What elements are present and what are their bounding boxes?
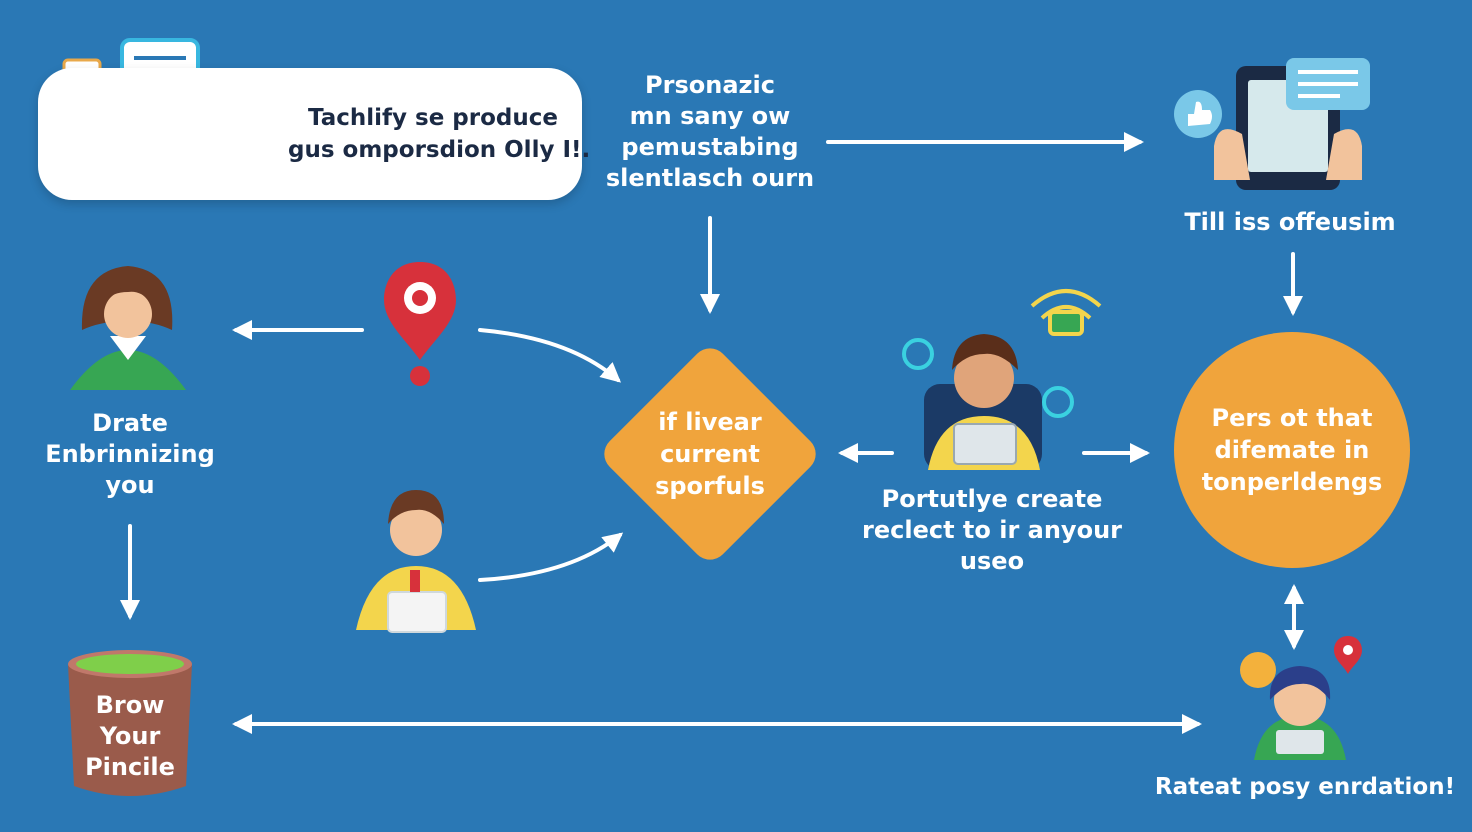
center-person-line-1: Portutlye create: [881, 485, 1103, 513]
diamond-text: if livear current sporfuls: [620, 406, 800, 502]
left-person-line-2: Enbrinnizing: [45, 440, 215, 468]
left-person-line-1: Drate: [92, 409, 168, 437]
arrow-student-to-diamond: [478, 532, 624, 582]
top-right-label-text: Till iss offeusim: [1184, 208, 1396, 236]
top-center-line-2: mn sany ow: [629, 102, 791, 130]
bucket-line-2: Your: [99, 722, 161, 750]
diamond-line-1: if livear: [658, 408, 762, 436]
student-person: [356, 490, 476, 633]
diamond-line-3: sporfuls: [655, 472, 765, 500]
circle-line-2: difemate in: [1214, 436, 1370, 464]
callout-line-2: gus omporsdion Olly I!.: [288, 137, 591, 163]
center-person-label: Portutlye create reclect to ir anyour us…: [852, 484, 1132, 577]
bucket-line-1: Brow: [95, 691, 165, 719]
left-person-label: Drate Enbrinnizing you: [40, 408, 220, 501]
location-pin-icon: [384, 262, 456, 386]
bucket: [68, 650, 192, 796]
callout-text: Tachlify se produce gus omporsdion Olly …: [288, 102, 591, 166]
bottom-right-label: Rateat posy enrdation!: [1150, 774, 1460, 800]
intro-callout: Tachlify se produce gus omporsdion Olly …: [38, 68, 591, 200]
circle-line-1: Pers ot that: [1211, 404, 1373, 432]
top-center-line-4: slentlasch ourn: [605, 164, 815, 192]
thumbs-up-icon: [1174, 90, 1222, 138]
process-circle: [1174, 332, 1410, 568]
left-person-line-3: you: [105, 471, 155, 499]
center-person-line-2: reclect to ir anyour: [862, 516, 1122, 544]
connector-arrows: [120, 132, 1304, 734]
map-pin-icon: [1334, 636, 1362, 674]
bottom-right-label-text: Rateat posy enrdation!: [1154, 774, 1456, 800]
center-person-line-3: useo: [959, 547, 1025, 575]
callout-line-1: Tachlify se produce: [307, 105, 558, 131]
circle-text: Pers ot that difemate in tonperldengs: [1182, 402, 1402, 498]
top-center-text: Prsonazic mn sany ow pemustabing slentla…: [600, 70, 820, 194]
top-center-line-1: Prsonazic: [645, 71, 775, 99]
arrow-pin-to-diamond: [478, 328, 622, 383]
idea-bubble-icon: [1240, 652, 1276, 688]
chat-bubble-icon: [1286, 58, 1370, 110]
bucket-text: Brow Your Pincile: [60, 690, 200, 783]
decision-diamond: [604, 348, 816, 560]
bottom-right-person: [1254, 666, 1346, 760]
bucket-line-3: Pincile: [85, 753, 175, 781]
left-person: [70, 266, 186, 390]
circle-line-3: tonperldengs: [1201, 468, 1383, 496]
top-right-label: Till iss offeusim: [1160, 208, 1420, 236]
top-center-line-3: pemustabing: [621, 133, 799, 161]
wifi-signal-icon: [1030, 289, 1102, 336]
idea-bubble-icon: [902, 338, 1074, 418]
diamond-line-2: current: [660, 440, 760, 468]
center-person: [924, 334, 1042, 470]
